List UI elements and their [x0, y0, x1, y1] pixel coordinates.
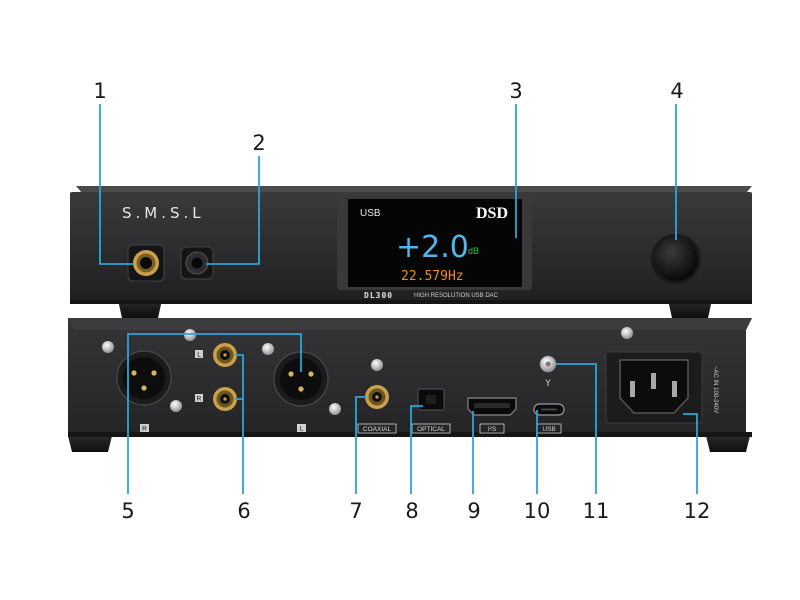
coaxial-label: COAXIAL — [363, 426, 392, 433]
callout-9: 9 — [467, 499, 480, 523]
callout-line-8 — [410, 405, 423, 494]
front-display: USB DSD +2.0 dB 22.579Hz — [337, 197, 532, 290]
xlr-output-right[interactable] — [116, 350, 172, 406]
callout-lines — [99, 104, 698, 494]
rca-bottom-label: R — [197, 396, 202, 403]
brand-logo: S.M.S.L — [122, 204, 205, 222]
coaxial-input[interactable] — [365, 385, 389, 409]
screw — [262, 343, 274, 355]
xlr-left-label: L — [300, 426, 304, 433]
display-volume-unit: dB — [468, 246, 479, 256]
screw — [170, 400, 182, 412]
display-sample-rate: 22.579Hz — [401, 269, 464, 284]
callout-5: 5 — [121, 499, 134, 523]
front-top-edge — [76, 186, 752, 193]
power-label: ~AC IN 100-240V — [712, 366, 718, 413]
optical-label: OPTICAL — [417, 426, 445, 433]
display-volume: +2.0 — [396, 230, 469, 265]
rear-foot-right — [706, 436, 750, 452]
front-foot-left — [118, 300, 162, 318]
screw — [371, 359, 383, 371]
callout-line-1 — [99, 104, 134, 265]
headphone-jack-44[interactable] — [180, 246, 214, 280]
callout-2: 2 — [252, 131, 265, 155]
volume-knob[interactable] — [651, 234, 701, 284]
callout-line-11 — [556, 363, 597, 494]
screw — [621, 327, 633, 339]
rear-panel-group: R L L R — [68, 318, 752, 452]
rca-output-right[interactable] — [213, 387, 237, 411]
ac-power-inlet[interactable] — [605, 351, 703, 424]
callout-line-12 — [683, 413, 698, 494]
callout-line-5 — [127, 333, 302, 494]
antenna-symbol: Y — [544, 379, 551, 389]
callout-12: 12 — [684, 499, 711, 523]
iis-input[interactable] — [467, 397, 517, 416]
screw — [102, 341, 114, 353]
callout-6: 6 — [237, 499, 250, 523]
front-panel-group: S.M.S.L USB DSD +2.0 dB 22.579Hz DL300 H… — [70, 186, 752, 318]
front-foot-right — [668, 300, 712, 318]
screw — [329, 403, 341, 415]
rear-panel — [68, 318, 752, 436]
rca-output-left[interactable] — [213, 343, 237, 367]
callout-line-6 — [235, 354, 244, 494]
rear-foot-left — [68, 436, 112, 452]
callout-line-7 — [355, 396, 367, 494]
bluetooth-antenna-connector[interactable] — [539, 355, 557, 373]
callout-10: 10 — [524, 499, 551, 523]
iis-label: I²S — [488, 426, 497, 433]
model-text: HIGH RESOLUTION USB DAC — [414, 293, 499, 299]
headphone-jack-635[interactable] — [127, 244, 165, 282]
model-logo: DL300 — [364, 291, 393, 300]
optical-input[interactable] — [417, 388, 445, 411]
callout-8: 8 — [405, 499, 418, 523]
callout-7: 7 — [349, 499, 362, 523]
rca-top-label: L — [197, 352, 201, 359]
usb-label: USB — [542, 426, 555, 433]
xlr-right-label: R — [142, 426, 147, 433]
screw — [184, 329, 196, 341]
usb-c-input[interactable] — [533, 403, 565, 416]
callout-numbers: 1 2 3 4 5 6 7 8 9 10 11 12 — [93, 79, 710, 523]
callout-4: 4 — [670, 79, 683, 103]
display-format: DSD — [476, 205, 508, 222]
callout-1: 1 — [93, 79, 106, 103]
callout-3: 3 — [509, 79, 522, 103]
callout-line-2 — [206, 156, 260, 265]
callout-11: 11 — [583, 499, 610, 523]
xlr-output-left[interactable] — [273, 351, 329, 407]
display-source: USB — [360, 208, 381, 219]
